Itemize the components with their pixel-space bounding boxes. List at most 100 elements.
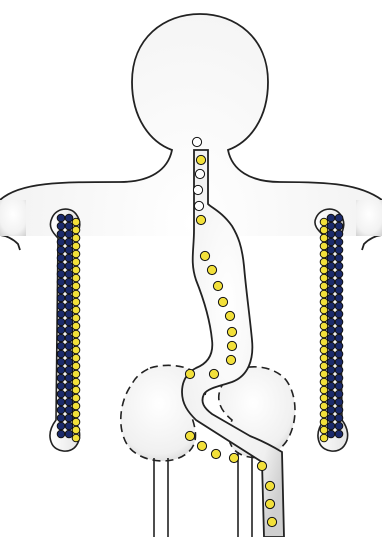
- bone-bead-right: [335, 302, 343, 310]
- bone-bead-left: [65, 222, 73, 230]
- bone-bead-left: [57, 382, 65, 390]
- bone-bead-right: [327, 414, 335, 422]
- bone-bead-right: [327, 430, 335, 438]
- bone-bead-right: [327, 342, 335, 350]
- bone-bead-left: [72, 338, 80, 346]
- bone-bead-right: [320, 434, 328, 442]
- bone-bead-left: [65, 430, 73, 438]
- bone-bead-left: [65, 366, 73, 374]
- tract-bead: [267, 517, 276, 526]
- bone-bead-right: [320, 322, 328, 330]
- bone-bead-right: [327, 302, 335, 310]
- bone-bead-right: [320, 346, 328, 354]
- bone-bead-right: [335, 294, 343, 302]
- bone-bead-left: [65, 342, 73, 350]
- bone-bead-left: [65, 214, 73, 222]
- bone-bead-right: [327, 350, 335, 358]
- bone-bead-right: [335, 406, 343, 414]
- bone-bead-right: [327, 270, 335, 278]
- bone-bead-right: [327, 358, 335, 366]
- bone-bead-left: [57, 230, 65, 238]
- bone-bead-left: [65, 294, 73, 302]
- bone-bead-left: [65, 230, 73, 238]
- bone-bead-right: [327, 278, 335, 286]
- bone-bead-right: [327, 422, 335, 430]
- bone-bead-right: [320, 386, 328, 394]
- bone-bead-right: [335, 278, 343, 286]
- bone-bead-right: [320, 338, 328, 346]
- tract-bead: [211, 449, 220, 458]
- tract-bead: [185, 431, 194, 440]
- bone-bead-right: [335, 286, 343, 294]
- tract-bead: [265, 499, 274, 508]
- tract-bead: [265, 481, 274, 490]
- bone-bead-left: [57, 294, 65, 302]
- bone-bead-left: [57, 406, 65, 414]
- bone-bead-right: [320, 418, 328, 426]
- bone-bead-right: [335, 430, 343, 438]
- bone-bead-left: [72, 234, 80, 242]
- bone-bead-right: [320, 410, 328, 418]
- bone-bead-right: [320, 242, 328, 250]
- bone-bead-left: [72, 250, 80, 258]
- bone-bead-left: [57, 214, 65, 222]
- tract-bead: [209, 369, 218, 378]
- bone-bead-left: [57, 342, 65, 350]
- bone-bead-right: [327, 246, 335, 254]
- bone-bead-right: [327, 366, 335, 374]
- bone-bead-right: [335, 342, 343, 350]
- bone-bead-left: [65, 318, 73, 326]
- bone-bead-right: [335, 318, 343, 326]
- bone-bead-left: [57, 222, 65, 230]
- bone-bead-left: [72, 330, 80, 338]
- bone-bead-left: [65, 246, 73, 254]
- bone-bead-right: [335, 214, 343, 222]
- bone-bead-left: [72, 370, 80, 378]
- bone-bead-right: [320, 226, 328, 234]
- bone-bead-right: [327, 382, 335, 390]
- bone-bead-left: [72, 242, 80, 250]
- bone-bead-right: [320, 258, 328, 266]
- tract-bead: [192, 137, 201, 146]
- bone-bead-left: [65, 238, 73, 246]
- bone-bead-left: [65, 302, 73, 310]
- bone-bead-right: [320, 290, 328, 298]
- bone-bead-right: [320, 426, 328, 434]
- bone-bead-left: [57, 414, 65, 422]
- bone-bead-left: [72, 290, 80, 298]
- bone-bead-left: [57, 270, 65, 278]
- bone-bead-right: [320, 266, 328, 274]
- bone-bead-left: [72, 418, 80, 426]
- bone-bead-left: [65, 286, 73, 294]
- bone-bead-left: [57, 350, 65, 358]
- bone-bead-left: [57, 430, 65, 438]
- bone-bead-right: [335, 374, 343, 382]
- bone-bead-right: [327, 222, 335, 230]
- bone-bead-right: [327, 286, 335, 294]
- bone-bead-left: [65, 254, 73, 262]
- bone-bead-left: [72, 346, 80, 354]
- bone-bead-left: [72, 282, 80, 290]
- bone-bead-left: [57, 326, 65, 334]
- bone-bead-right: [335, 238, 343, 246]
- bone-bead-left: [57, 310, 65, 318]
- bone-bead-right: [327, 374, 335, 382]
- bone-bead-left: [57, 246, 65, 254]
- tract-bead: [194, 201, 203, 210]
- bone-bead-right: [327, 318, 335, 326]
- bone-bead-right: [335, 398, 343, 406]
- bone-bead-right: [327, 214, 335, 222]
- bone-bead-left: [65, 334, 73, 342]
- bone-bead-left: [72, 274, 80, 282]
- bone-bead-right: [320, 330, 328, 338]
- tract-bead: [213, 281, 222, 290]
- tract-bead: [200, 251, 209, 260]
- bone-bead-right: [320, 234, 328, 242]
- bone-bead-right: [335, 350, 343, 358]
- bone-bead-right: [327, 334, 335, 342]
- bone-bead-left: [57, 262, 65, 270]
- bone-bead-left: [57, 398, 65, 406]
- bone-bead-right: [320, 354, 328, 362]
- bone-bead-left: [72, 314, 80, 322]
